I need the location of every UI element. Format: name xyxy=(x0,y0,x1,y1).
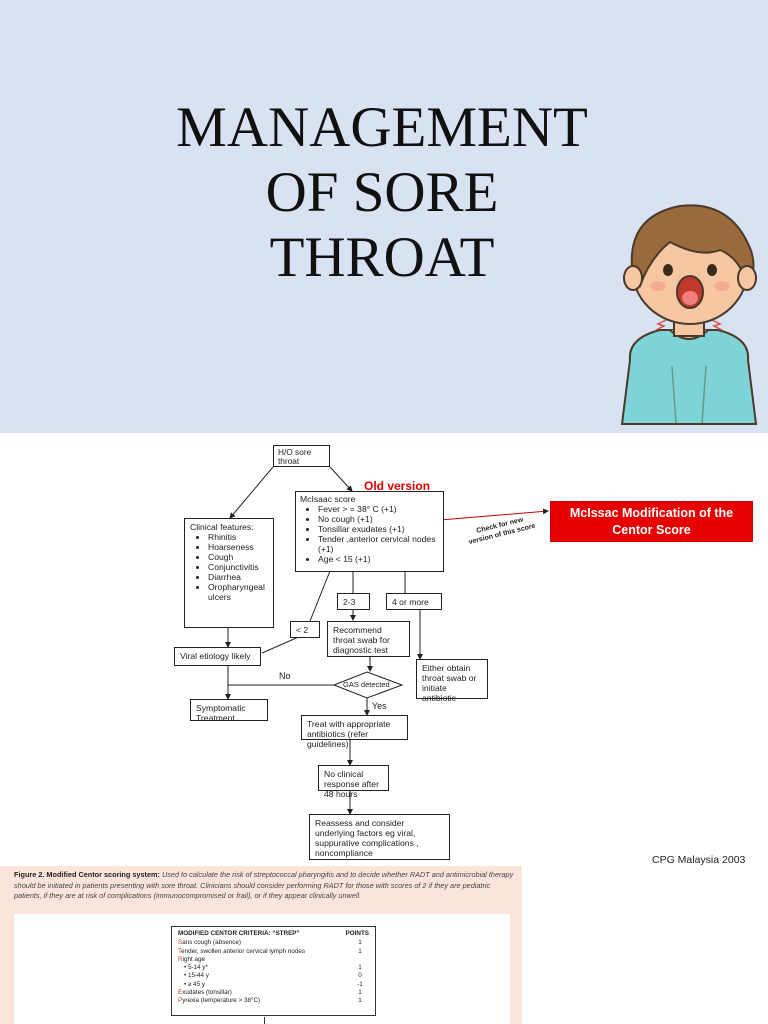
clinical-list: Rhinitis Hoarseness Cough Conjunctivitis… xyxy=(190,532,268,602)
old-version-label: Old version xyxy=(364,479,431,493)
mcisaac-title: McIsaac score xyxy=(300,494,356,504)
centor-row-points: 1 xyxy=(358,939,362,947)
no-response-text: No clinical response after 48 hours xyxy=(324,769,379,799)
box-score-2-3: 2-3 xyxy=(337,593,370,610)
score-2-3-text: 2-3 xyxy=(343,597,356,607)
sore-throat-boy-illustration xyxy=(620,204,758,425)
centor-points-header: POINTS xyxy=(345,930,369,937)
mcisaac-item: No cough (+1) xyxy=(318,514,439,524)
centor-row-text: xudates (tonsillar) xyxy=(182,989,232,997)
box-mcisaac: McIsaac score Fever > = 38° C (+1) No co… xyxy=(295,491,444,572)
centor-row: Sans cough (absence) 1 xyxy=(178,939,369,947)
centor-row-text: • 15-44 y xyxy=(184,972,209,980)
box-viral-etiology: Viral etiology likely xyxy=(174,647,261,666)
flowchart: H/O sore throat Old version McIsaac scor… xyxy=(0,433,768,863)
source-citation: CPG Malaysia 2003 xyxy=(652,854,746,866)
flowchart-connectors xyxy=(225,466,549,815)
no-label: No xyxy=(279,671,291,681)
centor-row-text: yrexia (temperature > 38°C) xyxy=(182,997,261,1005)
clinical-item: Oropharyngeal ulcers xyxy=(208,582,268,602)
centor-row-points: 1 xyxy=(358,964,362,972)
centor-row: Tender, swollen anterior cervical lymph … xyxy=(178,948,369,956)
title-line-3: THROAT xyxy=(269,226,495,289)
mcisaac-item: Tonsillar exudates (+1) xyxy=(318,524,439,534)
box-treat: Treat with appropriate antibiotics (refe… xyxy=(301,715,408,749)
title-line-1: MANAGEMENT xyxy=(176,96,588,159)
box-recommend-swab: Recommend throat swab for diagnostic tes… xyxy=(327,621,410,657)
gas-detected-label: GAS detected xyxy=(343,680,390,689)
box-clinical-features: Clinical features: Rhinitis Hoarseness C… xyxy=(184,518,274,628)
centor-row: Right age xyxy=(178,956,369,964)
box-no-response: No clinical response after 48 hours xyxy=(318,765,389,799)
figure-caption-text: Used to calculate the risk of streptococ… xyxy=(14,870,514,900)
centor-row-points: 0 xyxy=(358,972,362,980)
box-start-text: H/O sore throat xyxy=(278,447,312,466)
box-score-4-or-more: 4 or more xyxy=(386,593,442,610)
centor-row-text: • 5-14 y* xyxy=(184,964,208,972)
figure-panel: MODIFIED CENTOR CRITERIA: “STREP” POINTS… xyxy=(14,914,510,1024)
viral-etiology-text: Viral etiology likely xyxy=(180,651,251,661)
clinical-item: Cough xyxy=(208,552,268,562)
yes-label: Yes xyxy=(372,701,387,711)
centor-row-points xyxy=(351,956,369,964)
centor-row-lead: S xyxy=(178,939,183,947)
clinical-title: Clinical features: xyxy=(190,522,254,532)
box-score-lt2: < 2 xyxy=(290,621,320,638)
clinical-item: Hoarseness xyxy=(208,542,268,552)
centor-criteria-header: MODIFIED CENTOR CRITERIA: “STREP” xyxy=(178,930,300,937)
box-symptomatic: Symptomatic Treatment xyxy=(190,699,268,723)
clinical-item: Conjunctivitis xyxy=(208,562,268,572)
centor-row: • 5-14 y* 1 xyxy=(178,964,369,972)
centor-criteria-table: MODIFIED CENTOR CRITERIA: “STREP” POINTS… xyxy=(171,926,376,1016)
centor-row: Exudates (tonsillar) 1 xyxy=(178,989,369,997)
slide-title: MANAGEMENT OF SORE THROAT xyxy=(112,95,652,290)
box-reassess: Reassess and consider underlying factors… xyxy=(309,814,450,860)
figure-connector-line xyxy=(264,1017,265,1024)
clinical-item: Diarrhea xyxy=(208,572,268,582)
centor-row-lead: R xyxy=(178,955,183,963)
figure-caption-title: Figure 2. Modified Centor scoring system… xyxy=(14,870,160,879)
mcisaac-item: Fever > = 38° C (+1) xyxy=(318,504,439,514)
centor-row: Pyrexia (temperature > 38°C) 1 xyxy=(178,997,369,1005)
figure-excerpt: Figure 2. Modified Centor scoring system… xyxy=(0,866,522,1024)
treat-text: Treat with appropriate antibiotics (refe… xyxy=(307,719,391,749)
score-4-or-more-text: 4 or more xyxy=(392,597,429,607)
centor-row-points: 1 xyxy=(358,989,362,997)
either-obtain-text: Either obtain throat swab or initiate an… xyxy=(422,663,477,703)
centor-table-header: MODIFIED CENTOR CRITERIA: “STREP” POINTS xyxy=(178,930,369,938)
centor-row-text: • ≥ 45 y xyxy=(184,980,206,988)
mcisaac-item: Age < 15 (+1) xyxy=(318,554,439,564)
centor-row-lead: E xyxy=(178,989,183,997)
title-line-2: OF SORE xyxy=(265,161,499,224)
score-lt2-text: < 2 xyxy=(296,625,309,635)
centor-row-text: ans cough (absence) xyxy=(182,939,242,947)
mcisaac-list: Fever > = 38° C (+1) No cough (+1) Tonsi… xyxy=(300,504,439,564)
box-either-obtain: Either obtain throat swab or initiate an… xyxy=(416,659,488,703)
centor-row-text: ender, swollen anterior cervical lymph n… xyxy=(181,947,306,955)
symptomatic-text: Symptomatic Treatment xyxy=(196,703,246,723)
clinical-item: Rhinitis xyxy=(208,532,268,542)
centor-row-lead: T xyxy=(178,947,182,955)
mcissac-modification-box: McIssac Modification of the Centor Score xyxy=(550,501,753,542)
figure-caption: Figure 2. Modified Centor scoring system… xyxy=(14,870,519,902)
centor-row-lead: P xyxy=(178,997,183,1005)
reassess-text: Reassess and consider underlying factors… xyxy=(315,818,419,858)
box-start: H/O sore throat xyxy=(273,445,330,467)
centor-row: • 15-44 y 0 xyxy=(178,972,369,980)
recommend-swab-text: Recommend throat swab for diagnostic tes… xyxy=(333,625,390,655)
mcisaac-item: Tender ,anterior cervical nodes (+1) xyxy=(318,534,439,554)
centor-row-text: ight age xyxy=(182,955,205,963)
centor-row-points: 1 xyxy=(358,947,362,955)
centor-row: • ≥ 45 y -1 xyxy=(178,981,369,989)
centor-row-points: -1 xyxy=(357,980,363,988)
centor-row-points: 1 xyxy=(358,997,362,1005)
